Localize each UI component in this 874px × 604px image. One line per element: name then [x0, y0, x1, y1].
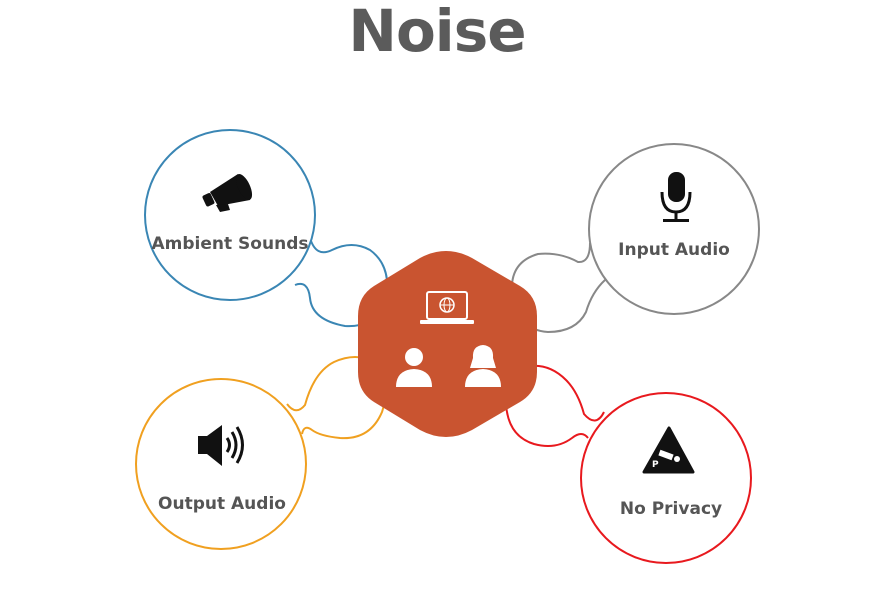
node-circle-ambient-sounds — [144, 129, 316, 301]
node-label-output-audio: Output Audio — [158, 494, 286, 514]
node-circle-input-audio — [588, 143, 760, 315]
center-hexagon — [358, 251, 537, 437]
speaker-icon — [198, 425, 244, 466]
microphone-icon — [660, 172, 692, 222]
node-label-no-privacy: No Privacy — [620, 499, 722, 519]
page-title: Noise — [348, 0, 526, 65]
camera-warning-icon: P — [642, 426, 695, 474]
person-woman-icon — [465, 345, 501, 387]
megaphone-icon — [202, 174, 253, 212]
laptop-people-icon — [396, 291, 501, 387]
node-circle-no-privacy — [580, 392, 752, 564]
person-man-icon — [396, 348, 432, 387]
node-label-ambient-sounds: Ambient Sounds — [152, 234, 309, 254]
node-label-input-audio: Input Audio — [618, 240, 730, 260]
svg-text:P: P — [652, 460, 659, 470]
laptop-screen-icon — [426, 291, 468, 320]
